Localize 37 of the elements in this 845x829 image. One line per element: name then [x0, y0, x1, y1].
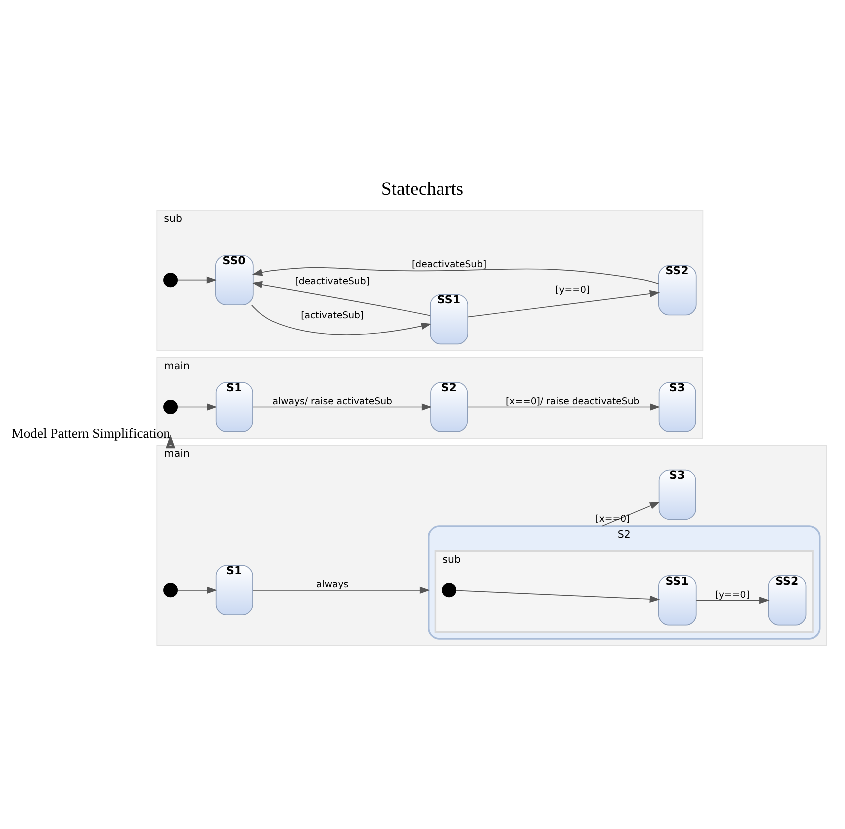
arrow [177, 586, 218, 594]
node-box: SS2 [768, 576, 807, 626]
node-circle [442, 583, 457, 598]
edge-label: [deactivateSub] [295, 276, 370, 288]
arrow [177, 276, 218, 284]
arrow [696, 597, 770, 604]
edge-label: [y==0] [715, 590, 750, 601]
node-box: SS0 [216, 255, 254, 306]
arrow [456, 590, 660, 603]
node-box: S2 [430, 382, 468, 432]
node-box: S1 [216, 382, 254, 432]
arrow [252, 281, 431, 316]
arrow [252, 586, 430, 594]
edge-label: [deactivateSub] [412, 259, 487, 270]
node-box: SS1 [658, 576, 697, 626]
node-box: S3 [658, 470, 696, 520]
arrow [252, 404, 432, 411]
arrow [252, 267, 660, 285]
edge-label: [x==0]/ raise deactivateSub [506, 396, 640, 408]
edge-label: always [316, 580, 349, 591]
node-circle [164, 273, 178, 288]
edge-label: Model Pattern Simplification [12, 426, 171, 441]
edge-label: [activateSub] [301, 310, 364, 322]
diagram-title: Statecharts [381, 178, 464, 200]
edge-label: [y==0] [556, 284, 590, 296]
edge-label: always/ raise activateSub [272, 396, 392, 408]
arrow [166, 434, 176, 449]
node-box: SS2 [658, 265, 697, 316]
arrow [177, 404, 218, 411]
node-box: S3 [658, 382, 696, 432]
node-circle [164, 583, 178, 598]
node-box: S1 [216, 565, 254, 616]
node-box: SS1 [430, 294, 468, 345]
arrow [468, 290, 660, 318]
node-circle [164, 400, 178, 414]
arrow [251, 304, 432, 336]
arrow [468, 404, 660, 411]
